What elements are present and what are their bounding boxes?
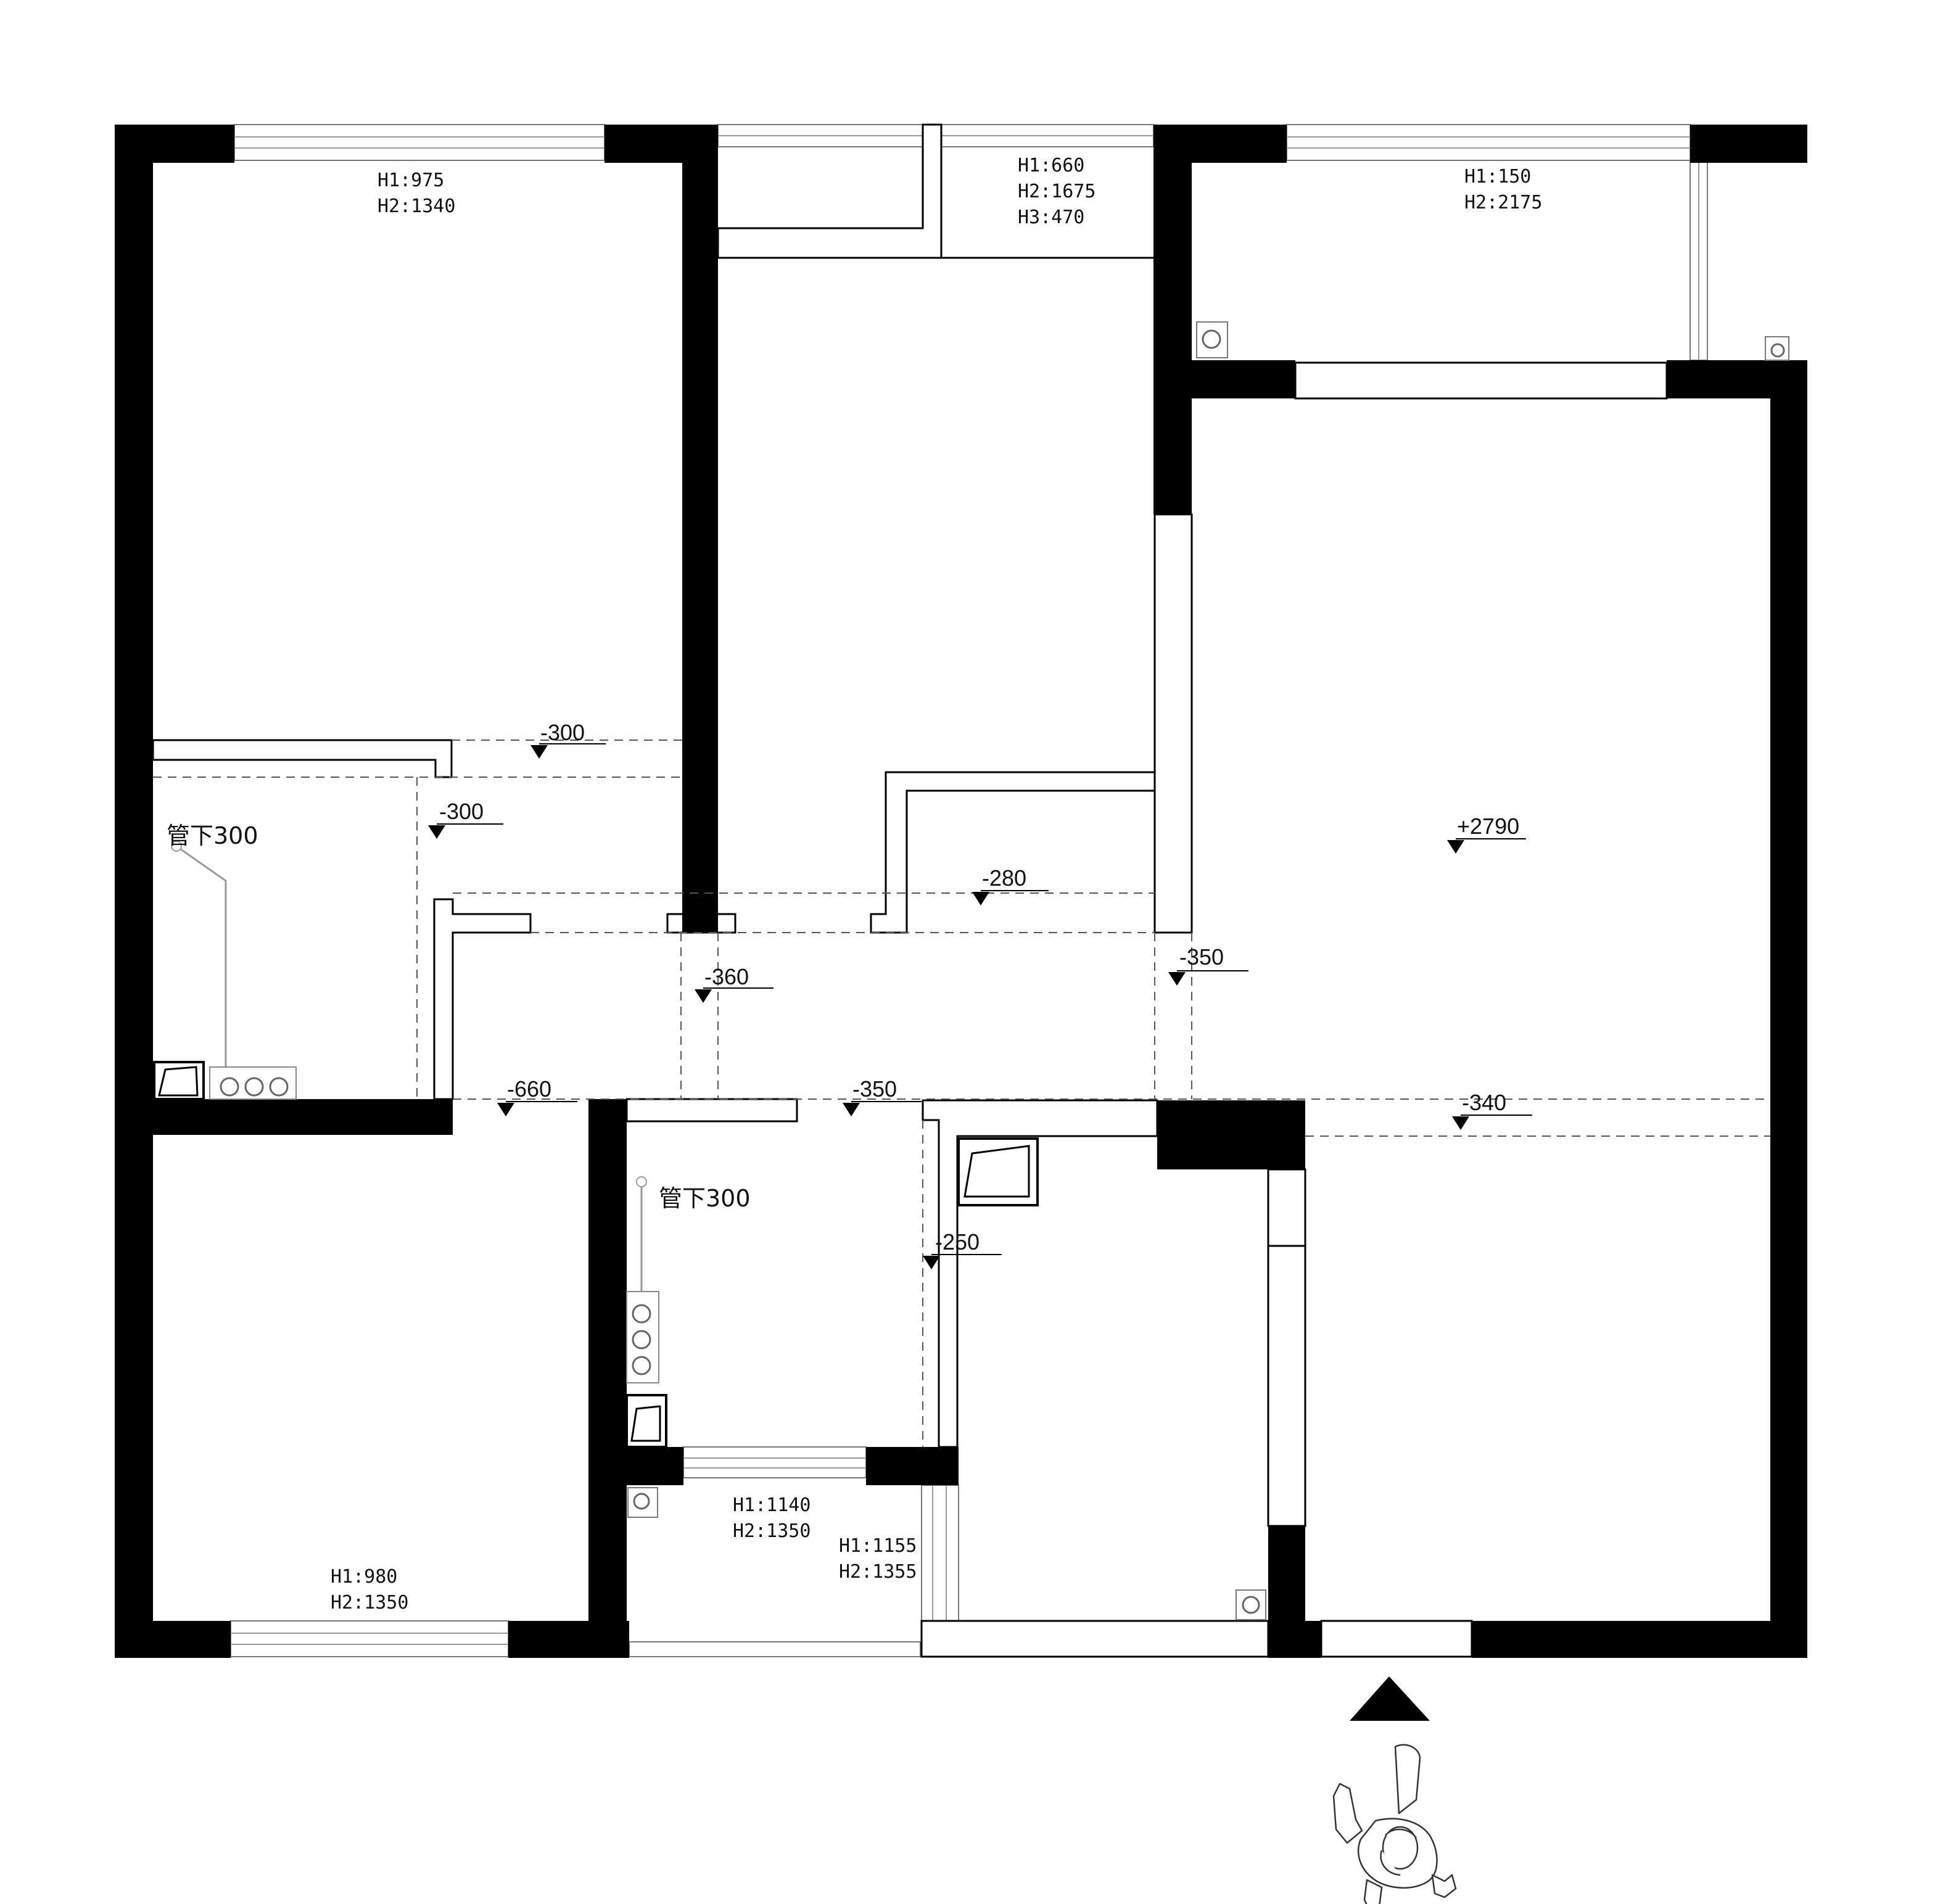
window-top-left: [234, 124, 605, 161]
window-h2-label: H2:1350: [331, 1592, 408, 1613]
window-h2-label: H2:1350: [733, 1520, 811, 1542]
drain-icon: [244, 1077, 264, 1097]
floor-drain-icon: [1770, 343, 1785, 358]
drain-icon: [220, 1077, 239, 1097]
window-h1-label: H1:1155: [839, 1535, 917, 1557]
window-h1-label: H1:1140: [733, 1494, 811, 1516]
floor-drain-icon: [1202, 329, 1221, 349]
level-mark: -350: [1168, 944, 1248, 986]
entrance-arrow-icon: [1350, 1676, 1430, 1721]
window-h2-label: H2:2175: [1464, 192, 1542, 213]
level-value: -250: [935, 1229, 980, 1255]
drain-icon: [632, 1304, 651, 1324]
window-h3-label: H3:470: [1018, 207, 1084, 228]
window-bottom-left: [230, 1620, 509, 1657]
window-h1-label: H1:660: [1018, 155, 1084, 176]
level-mark: -300: [530, 720, 606, 759]
pipe-line-left: [176, 845, 227, 1073]
water-heater-icon: [957, 1137, 1039, 1206]
window-h1-label: H1:150: [1464, 166, 1531, 188]
window-h2-label: H2:1675: [1018, 181, 1095, 202]
fixtures: [153, 321, 1789, 1620]
windows: [230, 124, 1708, 1657]
level-value: -340: [1462, 1090, 1506, 1115]
level-mark: -250: [923, 1229, 1002, 1269]
level-value: -280: [982, 865, 1026, 891]
window-h2-label: H2:1340: [378, 196, 455, 217]
level-value: -360: [704, 964, 749, 989]
window-h2-label: H2:1355: [839, 1561, 917, 1583]
partitions: [152, 123, 1668, 1658]
level-marks: -300 -300 -280 +2790 -350 -360: [428, 720, 1532, 1269]
window-height-labels: H1:975 H2:1340 H1:660 H2:1675 H3:470 H1:…: [331, 155, 1542, 1613]
level-value: -350: [1179, 944, 1224, 970]
level-mark: -340: [1452, 1090, 1532, 1130]
level-mark: -350: [843, 1076, 922, 1116]
level-mark: -660: [497, 1076, 577, 1116]
level-value: -660: [507, 1076, 551, 1102]
drain-icon: [632, 1356, 651, 1375]
floor-drain-icon: [1242, 1596, 1260, 1614]
walls: [115, 125, 1807, 1658]
level-value: +2790: [1457, 814, 1519, 839]
drain-icon: [269, 1077, 289, 1097]
pipe-note-center: 管下300: [659, 1185, 751, 1212]
level-mark: +2790: [1447, 814, 1526, 854]
floor-drain-icon: [633, 1493, 650, 1510]
level-mark: -280: [972, 865, 1049, 905]
level-mark: -360: [695, 964, 774, 1003]
person-icon: [1332, 1744, 1457, 1904]
level-value: -350: [852, 1076, 897, 1102]
level-mark: -300: [428, 799, 503, 839]
window-h1-label: H1:975: [378, 170, 444, 191]
drain-icon: [632, 1330, 651, 1350]
pipe-note-left: 管下300: [167, 822, 258, 849]
level-value: -300: [439, 799, 484, 824]
level-lines: [153, 740, 1770, 1447]
window-top-right: [1286, 124, 1691, 161]
level-value: -300: [540, 720, 585, 745]
window-kitchen-side: [921, 1485, 959, 1622]
window-h1-label: H1:980: [331, 1566, 397, 1588]
window-bathroom: [683, 1446, 867, 1478]
window-bottom-middle: [629, 1641, 921, 1657]
